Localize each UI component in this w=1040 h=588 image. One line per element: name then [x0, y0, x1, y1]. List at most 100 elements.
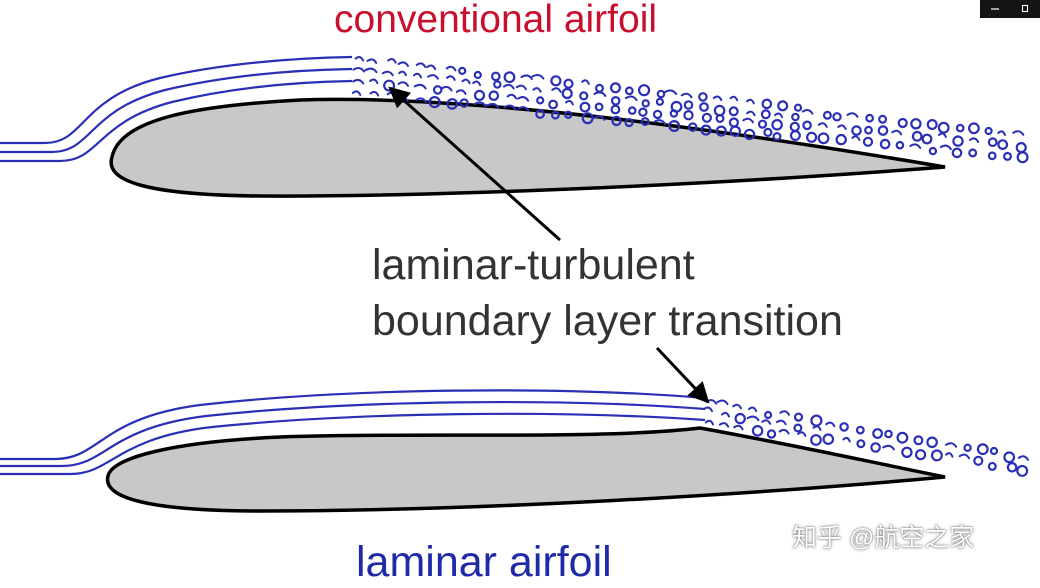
top-eddy-24: [445, 65, 457, 72]
top-eddy-144: [926, 118, 938, 130]
top-eddy-126: [832, 112, 842, 122]
bottom-eddy-20: [797, 431, 807, 437]
streamline-bottom-1: [0, 389, 706, 461]
top-eddy-109: [760, 109, 771, 120]
bottom-eddy-45: [973, 455, 984, 466]
bottom-eddy-3: [716, 399, 729, 406]
top-eddy-112: [777, 100, 789, 112]
top-eddy-52: [550, 75, 562, 87]
streamlines-top: [0, 55, 353, 163]
top-eddy-149: [939, 144, 952, 151]
callout-arrows: [388, 86, 710, 404]
streamline-top-3: [0, 79, 353, 163]
top-eddy-142: [911, 130, 923, 142]
streamline-bottom-3: [0, 412, 706, 476]
top-eddy-76: [637, 84, 651, 97]
airfoil-conventional: [109, 97, 946, 198]
top-eddy-72: [624, 86, 634, 96]
top-eddy-21: [427, 74, 439, 80]
top-eddy-90: [683, 109, 694, 121]
top-eddy-82: [652, 109, 663, 120]
top-eddy-51: [535, 109, 545, 119]
top-eddy-35: [473, 101, 487, 107]
top-eddy-39: [486, 102, 500, 109]
top-eddy-117: [791, 112, 800, 122]
top-eddy-23: [428, 95, 441, 109]
top-eddy-128: [835, 133, 847, 146]
top-eddy-78: [638, 107, 648, 117]
top-eddy-103: [729, 125, 742, 137]
top-eddy-152: [951, 147, 963, 159]
top-eddy-20: [426, 64, 437, 71]
bottom-eddy-22: [812, 425, 822, 431]
top-eddy-91: [687, 122, 698, 132]
top-eddy-45: [515, 84, 527, 91]
bottom-eddy-18: [793, 412, 804, 422]
top-eddy-116: [793, 103, 803, 112]
bottom-eddy-19: [793, 423, 803, 433]
transition-callout-line-2: boundary layer transition: [372, 297, 843, 345]
top-eddy-96: [712, 95, 723, 102]
top-eddy-0: [354, 56, 365, 62]
bottom-eddy-26: [839, 422, 849, 432]
top-eddy-148: [937, 132, 947, 138]
transition-callout-line-1: laminar-turbulent: [372, 241, 695, 289]
bottom-eddy-17: [778, 428, 790, 435]
top-eddy-17: [413, 72, 422, 79]
top-eddy-86: [669, 109, 679, 118]
top-eddy-5: [364, 67, 378, 74]
top-eddy-138: [897, 117, 908, 129]
top-eddy-49: [532, 87, 542, 93]
bottom-eddy-50: [1017, 455, 1029, 461]
bottom-eddy-27: [842, 436, 851, 443]
top-eddy-63: [581, 112, 594, 125]
top-eddy-94: [701, 112, 713, 123]
top-eddy-105: [746, 110, 756, 117]
top-eddy-83: [653, 119, 666, 125]
top-eddy-62: [579, 101, 591, 113]
streamline-top-2: [0, 67, 353, 154]
top-eddy-163: [1015, 142, 1027, 154]
top-eddy-56: [563, 78, 574, 89]
top-eddy-57: [561, 87, 573, 100]
top-eddy-156: [984, 126, 993, 136]
bottom-eddy-14: [766, 429, 777, 439]
top-eddy-137: [879, 138, 891, 150]
bottom-eddy-35: [901, 446, 913, 458]
restore-icon[interactable]: [1020, 4, 1030, 14]
top-eddy-31: [459, 98, 469, 108]
turbulent-wake-bottom: [703, 399, 1029, 477]
top-eddy-110: [757, 119, 768, 129]
top-eddy-80: [656, 89, 666, 99]
bottom-eddy-37: [914, 449, 927, 461]
bottom-eddy-25: [822, 433, 835, 445]
top-eddy-88: [680, 92, 693, 99]
top-eddy-155: [968, 148, 978, 158]
top-eddy-73: [624, 95, 638, 102]
top-eddy-66: [594, 102, 604, 112]
top-eddy-101: [728, 106, 739, 117]
top-eddy-77: [641, 99, 650, 108]
top-eddy-135: [878, 114, 888, 124]
top-eddy-25: [446, 75, 456, 81]
top-eddy-107: [743, 128, 756, 141]
top-eddy-131: [851, 135, 861, 141]
top-eddy-37: [493, 80, 502, 89]
top-eddy-102: [728, 117, 740, 128]
top-eddy-106: [742, 117, 754, 124]
top-eddy-12: [397, 61, 409, 67]
bottom-eddy-41: [945, 452, 954, 458]
bottom-eddy-1: [703, 406, 713, 413]
top-eddy-69: [610, 96, 621, 106]
top-eddy-32: [473, 70, 482, 80]
top-eddy-160: [997, 139, 1009, 151]
top-eddy-129: [846, 112, 859, 118]
bottom-eddy-21: [810, 414, 823, 427]
minimize-icon[interactable]: [990, 4, 1000, 14]
top-eddy-130: [851, 125, 862, 136]
top-eddy-93: [699, 102, 709, 112]
top-eddy-26: [440, 85, 453, 92]
bottom-eddy-10: [746, 415, 760, 422]
bottom-eddy-24: [825, 421, 836, 428]
